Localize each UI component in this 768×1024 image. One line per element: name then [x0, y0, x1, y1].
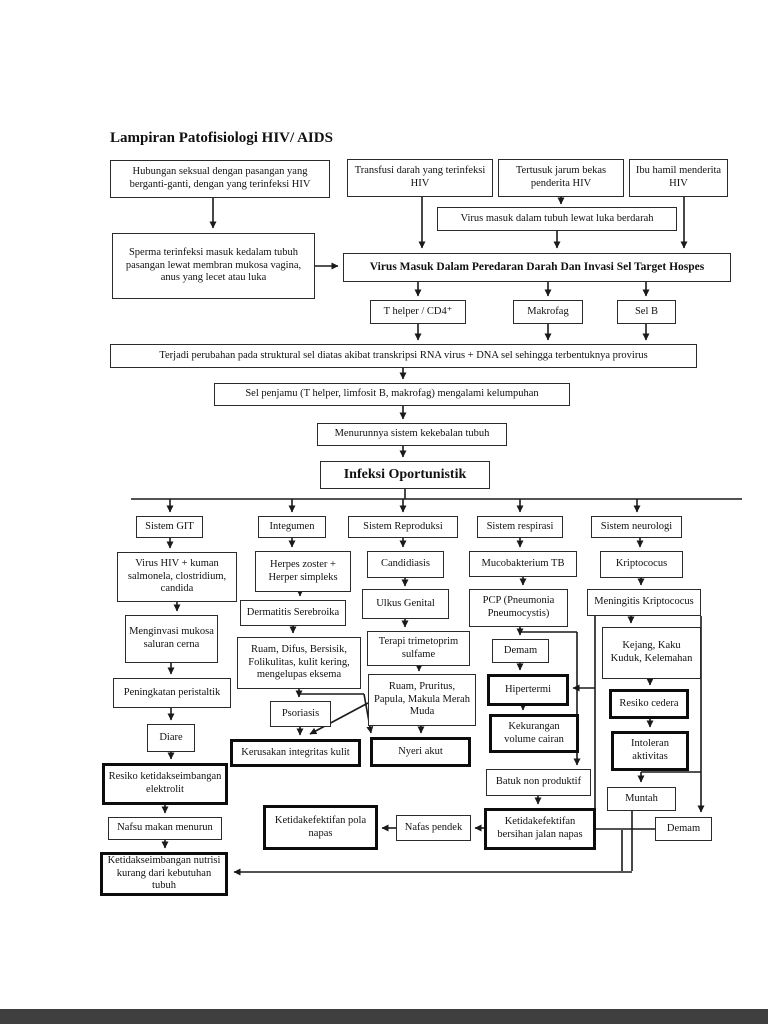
- node-terjadi-perubahan: Terjadi perubahan pada struktural sel di…: [110, 344, 697, 368]
- node-hipertermi: Hipertermi: [487, 674, 569, 706]
- node-kriptococus: Kriptococus: [600, 551, 683, 578]
- node-ibu-hamil: Ibu hamil menderita HIV: [629, 159, 728, 197]
- node-infeksi-oportunistik: Infeksi Oportunistik: [320, 461, 490, 489]
- node-ulkus-genital: Ulkus Genital: [362, 589, 449, 619]
- node-demam-respirasi: Demam: [492, 639, 549, 663]
- node-kerusakan-integritas-kulit: Kerusakan integritas kulit: [230, 739, 361, 767]
- node-demam-neurologi: Demam: [655, 817, 712, 841]
- node-mucobakterium-tb: Mucobakterium TB: [469, 551, 577, 577]
- page-title: Lampiran Patofisiologi HIV/ AIDS: [110, 130, 333, 146]
- node-sistem-reproduksi: Sistem Reproduksi: [348, 516, 458, 538]
- node-transfusi-darah: Transfusi darah yang terinfeksi HIV: [347, 159, 493, 197]
- node-meningitis-kriptococus: Meningitis Kriptococus: [587, 589, 701, 616]
- node-nafsu-makan-menurun: Nafsu makan menurun: [108, 817, 222, 840]
- node-kejang-kaku-kuduk: Kejang, Kaku Kuduk, Kelemahan: [602, 627, 701, 679]
- node-ruam-difus: Ruam, Difus, Bersisik, Folikulitas, kuli…: [237, 637, 361, 689]
- node-sel-b: Sel B: [617, 300, 676, 324]
- node-intoleran-aktivitas: Intoleran aktivitas: [611, 731, 689, 771]
- node-muntah: Muntah: [607, 787, 676, 811]
- node-candidiasis: Candidiasis: [367, 551, 444, 578]
- node-dermatitis-serebroika: Dermatitis Serebroika: [240, 600, 346, 626]
- node-virus-masuk-peredaran-darah: Virus Masuk Dalam Peredaran Darah Dan In…: [343, 253, 731, 282]
- page-bottom-bar: [0, 1009, 768, 1024]
- node-nafas-pendek: Nafas pendek: [396, 815, 471, 841]
- node-resiko-ketidakseimbangan-elektrolit: Resiko ketidakseimbangan elektrolit: [102, 763, 228, 805]
- node-terapi-trimetoprim: Terapi trimetoprim sulfame: [367, 631, 470, 666]
- node-peningkatan-peristaltik: Peningkatan peristaltik: [113, 678, 231, 708]
- node-ketidakefektifan-bersihan-jalan-napas: Ketidakefektifan bersihan jalan napas: [484, 808, 596, 850]
- node-virus-masuk-luka: Virus masuk dalam tubuh lewat luka berda…: [437, 207, 677, 231]
- node-virus-hiv-kuman: Virus HIV + kuman salmonela, clostridium…: [117, 552, 237, 602]
- node-sel-penjamu: Sel penjamu (T helper, limfosit B, makro…: [214, 383, 570, 406]
- node-psoriasis: Psoriasis: [270, 701, 331, 727]
- node-sistem-neurologi: Sistem neurologi: [591, 516, 682, 538]
- node-kekurangan-volume-cairan: Kekurangan volume cairan: [489, 714, 579, 753]
- node-batuk-non-produktif: Batuk non produktif: [486, 769, 591, 796]
- node-sistem-respirasi: Sistem respirasi: [477, 516, 563, 538]
- node-nyeri-akut: Nyeri akut: [370, 737, 471, 767]
- node-sperma-terinfeksi: Sperma terinfeksi masuk kedalam tubuh pa…: [112, 233, 315, 299]
- node-makrofag: Makrofag: [513, 300, 583, 324]
- node-integumen: Integumen: [258, 516, 326, 538]
- node-ketidakseimbangan-nutrisi: Ketidakseimbangan nutrisi kurang dari ke…: [100, 852, 228, 896]
- node-hubungan-seksual: Hubungan seksual dengan pasangan yang be…: [110, 160, 330, 198]
- node-diare: Diare: [147, 724, 195, 752]
- node-pcp-pneumonia: PCP (Pneumonia Pneumocystis): [469, 589, 568, 627]
- node-resiko-cedera: Resiko cedera: [609, 689, 689, 719]
- node-ruam-pruritus: Ruam, Pruritus, Papula, Makula Merah Mud…: [368, 674, 476, 726]
- node-herpes-zoster: Herpes zoster + Herper simpleks: [255, 551, 351, 592]
- node-ketidakefektifan-pola-napas: Ketidakefektifan pola napas: [263, 805, 378, 850]
- node-menurunnya-kekebalan: Menurunnya sistem kekebalan tubuh: [317, 423, 507, 446]
- node-tertusuk-jarum: Tertusuk jarum bekas penderita HIV: [498, 159, 624, 197]
- node-menginvasi-mukosa: Menginvasi mukosa saluran cerna: [125, 615, 218, 663]
- node-t-helper-cd4: T helper / CD4⁺: [370, 300, 466, 324]
- node-sistem-git: Sistem GIT: [136, 516, 203, 538]
